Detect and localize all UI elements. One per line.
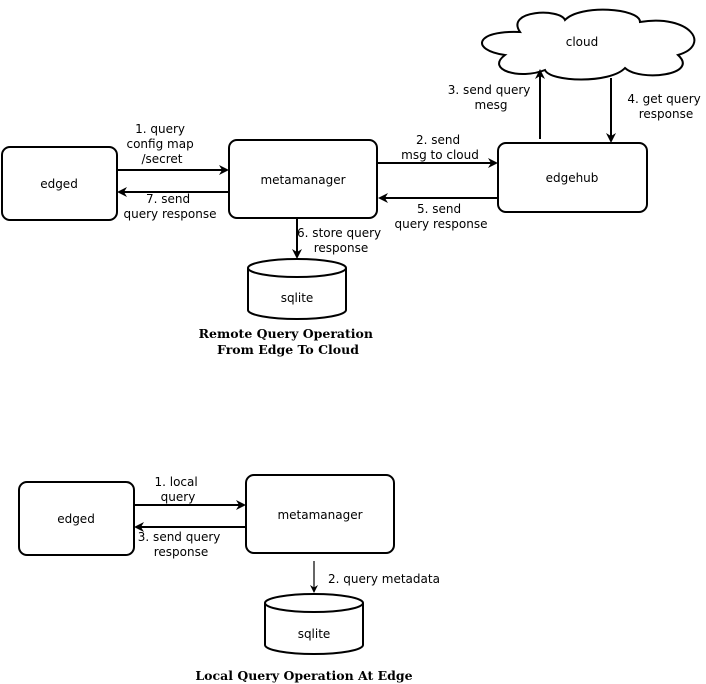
remote-query-diagram: cloud edged metamanager edgehub sqlite xyxy=(1,8,704,357)
local-sqlite-label: sqlite xyxy=(298,627,331,641)
label-send-query-mesg: 3. send query mesg xyxy=(448,83,534,112)
local-edged-label: edged xyxy=(57,512,95,526)
label-query-config: 1. query config map /secret xyxy=(126,122,197,166)
label-store-query-response: 6. store query response xyxy=(297,226,385,255)
remote-metamanager-label: metamanager xyxy=(260,173,345,187)
label-send-to-cloud: 2. send msg to cloud xyxy=(401,133,479,162)
remote-sqlite-node: sqlite xyxy=(247,258,347,320)
label-send-query-response-7: 7. send query response xyxy=(124,192,217,221)
local-query-diagram: edged metamanager sqlite 1. local query … xyxy=(18,474,440,683)
local-metamanager-label: metamanager xyxy=(277,508,362,522)
local-diagram-title: Local Query Operation At Edge xyxy=(195,668,412,683)
remote-metamanager-node: metamanager xyxy=(228,139,378,219)
edgehub-node: edgehub xyxy=(497,142,648,213)
label-query-metadata: 2. query metadata xyxy=(328,572,440,586)
remote-edged-node: edged xyxy=(1,146,118,221)
local-sqlite-node: sqlite xyxy=(264,593,364,655)
cloud-node: cloud xyxy=(481,8,696,81)
local-metamanager-node: metamanager xyxy=(245,474,395,554)
label-local-send-query-response: 3. send query response xyxy=(138,530,224,559)
remote-diagram-title: Remote Query Operation From Edge To Clou… xyxy=(199,326,378,357)
remote-sqlite-label: sqlite xyxy=(281,291,314,305)
remote-edged-label: edged xyxy=(40,177,78,191)
label-get-query-response: 4. get query response xyxy=(627,92,704,121)
label-send-query-response-5: 5. send query response xyxy=(395,202,488,231)
edgehub-label: edgehub xyxy=(546,171,599,185)
label-local-query: 1. local query xyxy=(154,475,201,504)
local-edged-node: edged xyxy=(18,481,135,556)
cloud-label: cloud xyxy=(566,35,599,49)
